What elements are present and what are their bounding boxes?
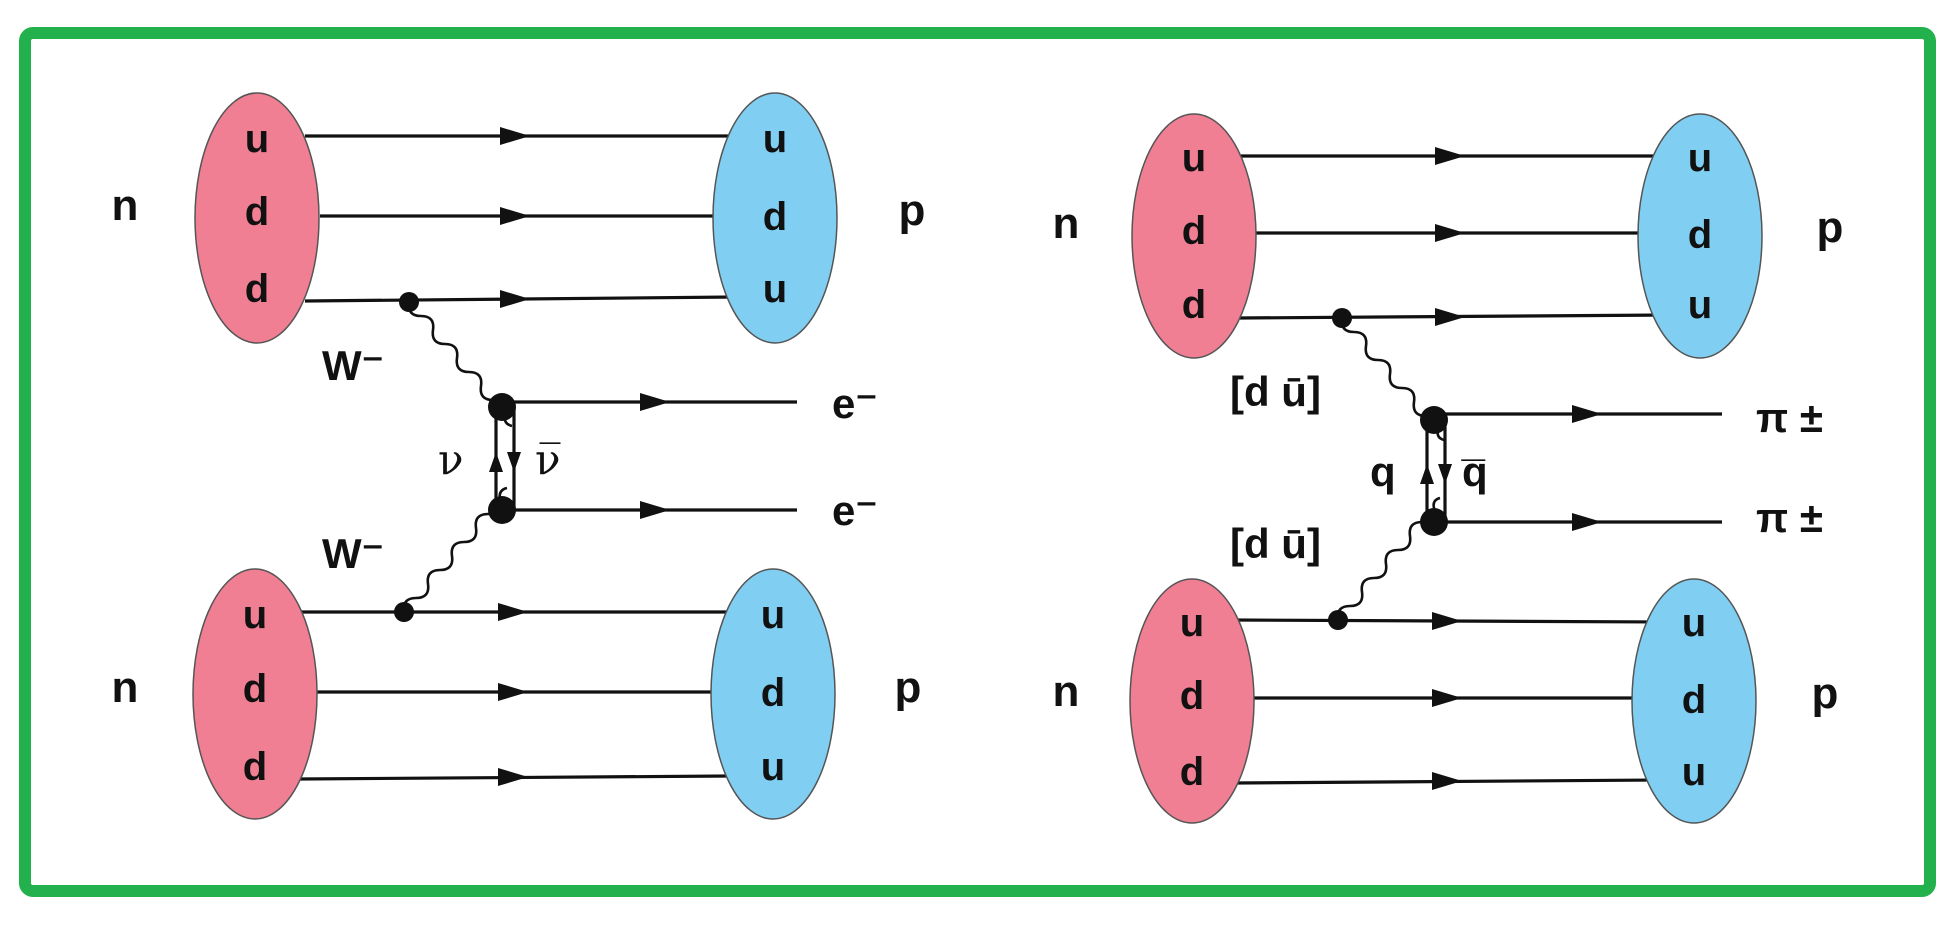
neutron-blob (192, 568, 318, 820)
green-border (19, 27, 1936, 897)
quark-label: d (245, 267, 269, 311)
proton-label: p (1812, 669, 1839, 718)
arrow-up-icon (1420, 464, 1434, 484)
quark-label: u (1182, 136, 1206, 180)
arrow-icon (500, 127, 530, 145)
arrow-icon (1432, 772, 1462, 790)
arrow-icon (1432, 612, 1462, 630)
proton-blob (712, 92, 838, 344)
quark-label: d (761, 671, 785, 715)
quark-label: u (245, 117, 269, 161)
quark-label: u (761, 593, 785, 637)
neutron-blob (194, 92, 320, 344)
neutron-label: n (1053, 199, 1080, 248)
right-diagram: u d d u d u u d d u d u n p n p [d ū] [d… (1053, 113, 1844, 824)
arrow-icon (1435, 224, 1465, 242)
electron-label: e⁻ (832, 380, 878, 427)
proton-label: p (895, 663, 922, 712)
quark-label: u (1682, 750, 1706, 794)
proton-label: p (899, 186, 926, 235)
vertex-dot (399, 292, 419, 312)
neutron-label: n (1053, 667, 1080, 716)
arrow-up-icon (489, 452, 503, 472)
boson-label: [d ū] (1230, 520, 1321, 567)
quark-label: u (763, 267, 787, 311)
arrow-icon (498, 768, 528, 786)
proton-blob (710, 568, 836, 820)
boson-label: W⁻ (322, 342, 384, 389)
left-diagram: u d d u d u u d d u d u n p n p (112, 92, 926, 820)
quark-label: d (245, 190, 269, 234)
proton-blob (1637, 113, 1763, 359)
vertex-dot (394, 602, 414, 622)
quark-label: u (243, 593, 267, 637)
quark-label: u (1688, 283, 1712, 327)
neutron-blob (1131, 113, 1257, 359)
arrow-down-icon (507, 452, 521, 472)
arrow-icon (1572, 405, 1602, 423)
antineutrino-label: ν̅ (535, 435, 561, 484)
arrow-icon (1572, 513, 1602, 531)
neutron-blob (1129, 578, 1255, 824)
neutron-label: n (112, 663, 139, 712)
quark-label: d (1682, 678, 1706, 722)
arrow-icon (1435, 147, 1465, 165)
neutrino-label: ν (438, 435, 464, 484)
vertex-dot (488, 393, 516, 421)
proton-blob (1631, 578, 1757, 824)
arrow-down-icon (1438, 464, 1452, 484)
quark-label: d (1182, 283, 1206, 327)
vertex-dot (1328, 610, 1348, 630)
arrow-icon (498, 683, 528, 701)
electron-label: e⁻ (832, 487, 878, 534)
quark-label: d (243, 745, 267, 789)
arrow-icon (500, 290, 530, 308)
arrow-icon (500, 207, 530, 225)
quark-label: u (1180, 601, 1204, 645)
pion-label: π ± (1756, 494, 1823, 541)
arrow-icon (640, 501, 670, 519)
quark-label: d (243, 667, 267, 711)
vertex-dot (1332, 308, 1352, 328)
neutron-label: n (112, 181, 139, 230)
quark-label: u (763, 117, 787, 161)
boson-label: [d ū] (1230, 368, 1321, 415)
arrow-icon (1435, 308, 1465, 326)
pion-label: π ± (1756, 394, 1823, 441)
arrow-icon (640, 393, 670, 411)
proton-label: p (1817, 203, 1844, 252)
quark-label: d (763, 195, 787, 239)
arrow-icon (498, 603, 528, 621)
quark-loop-label: q (1370, 448, 1396, 495)
quark-label: u (1688, 136, 1712, 180)
quark-label: d (1182, 209, 1206, 253)
quark-label: d (1180, 674, 1204, 718)
antiquark-loop-label: q̅ (1460, 448, 1487, 495)
boson-label: W⁻ (322, 530, 384, 577)
quark-label: u (761, 745, 785, 789)
quark-label: u (1682, 601, 1706, 645)
quark-label: d (1180, 750, 1204, 794)
arrow-icon (1432, 689, 1462, 707)
quark-label: d (1688, 213, 1712, 257)
